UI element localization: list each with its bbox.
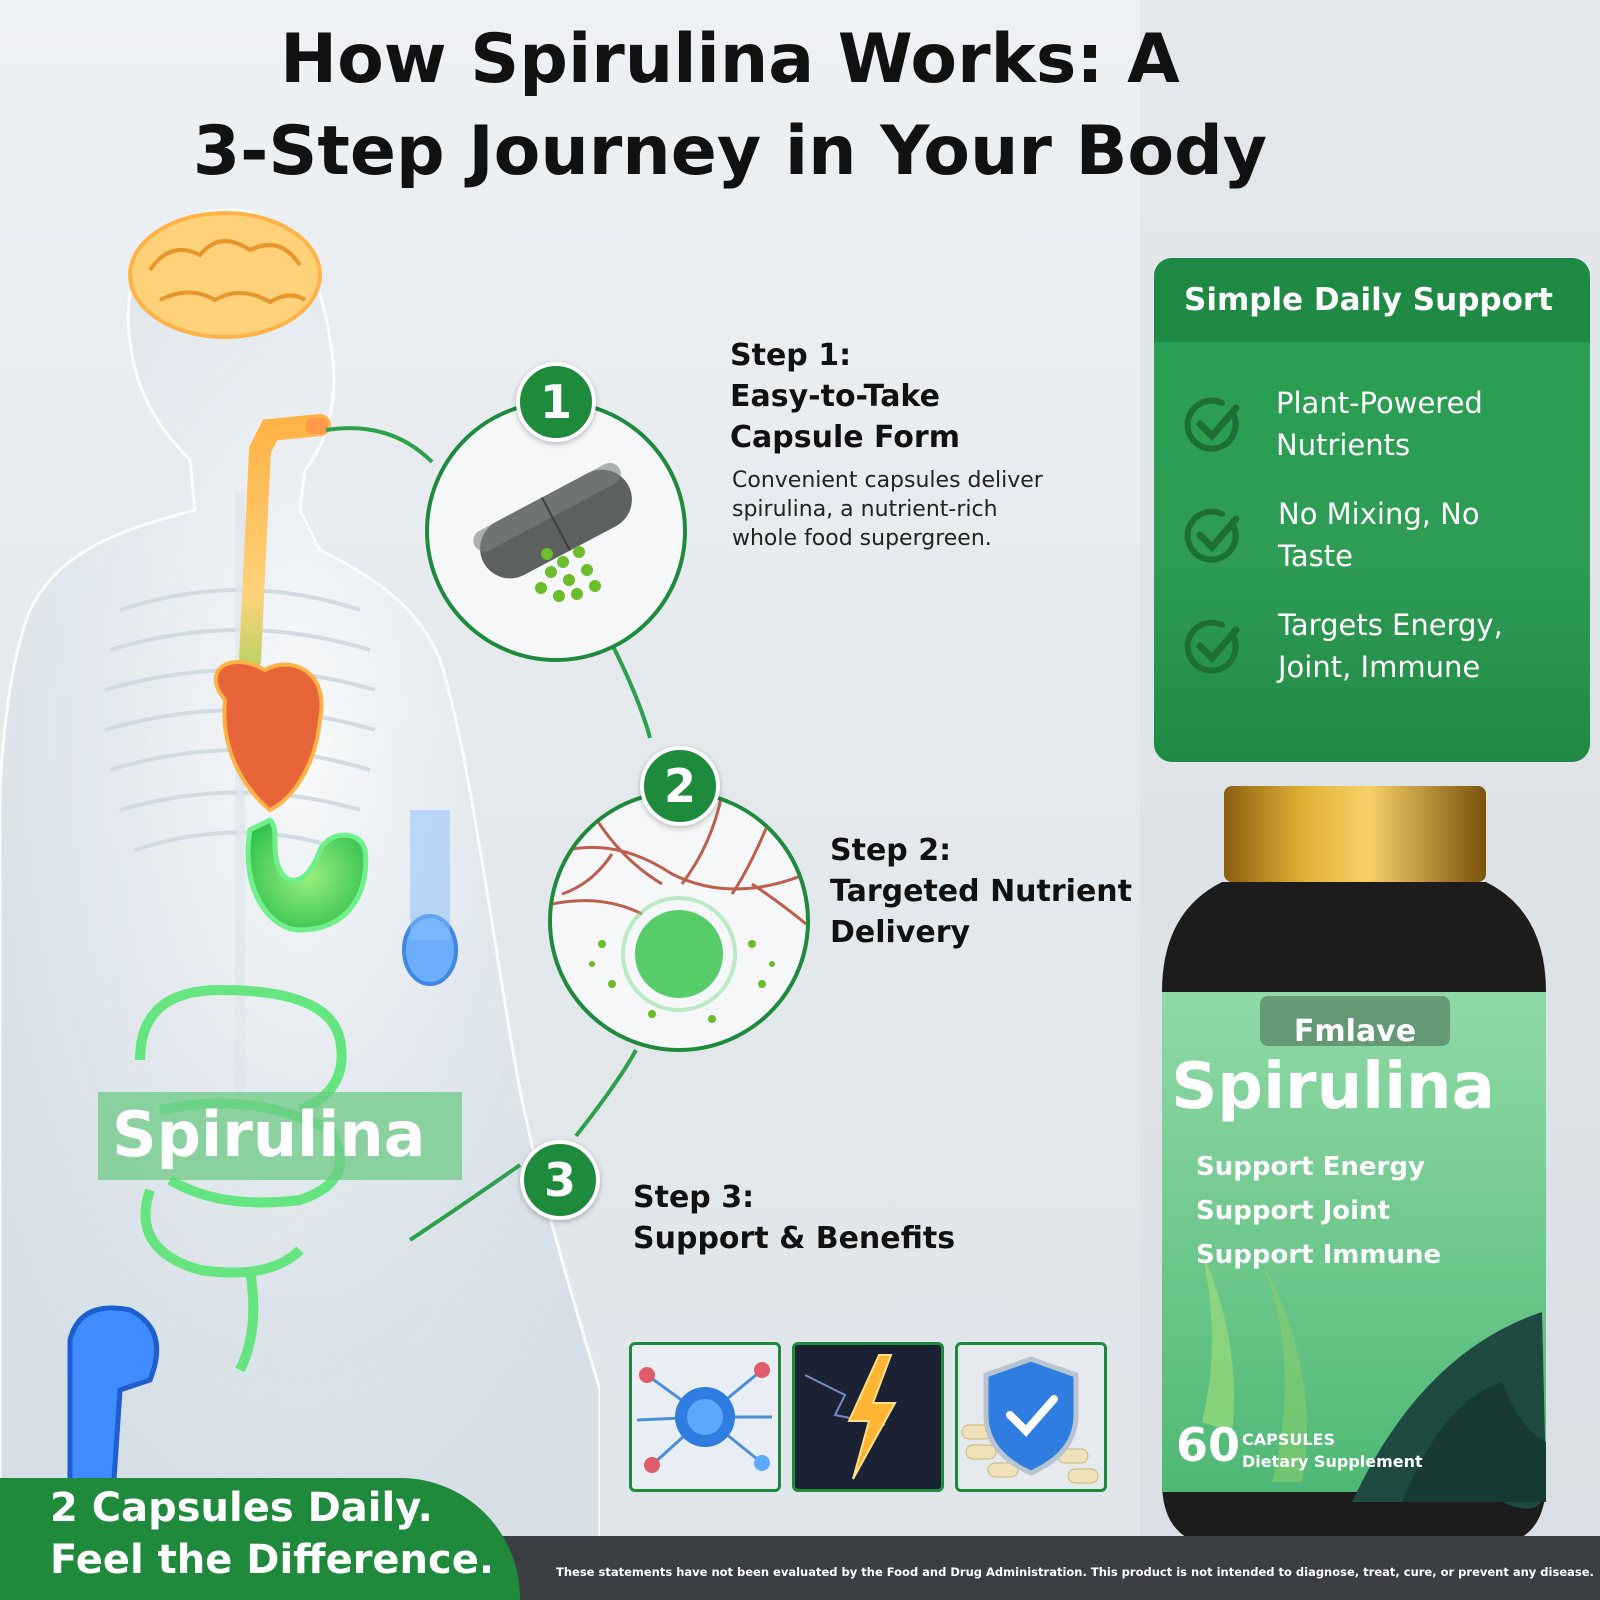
step-2-title-line: Delivery (830, 915, 971, 950)
step-1-title: Step 1: Easy-to-Take Capsule Form (730, 335, 960, 458)
shield-check-icon (961, 1356, 1099, 1484)
step-1-desc-line: spirulina, a nutrient-rich (732, 497, 998, 522)
mouth-marker (306, 418, 328, 434)
thumbnail-energy (792, 1342, 944, 1492)
dosage-banner: 2 Capsules Daily. Feel the Difference. (0, 1478, 520, 1600)
step-3-title-line: Support & Benefits (633, 1221, 956, 1256)
step-1-label: Step 1: (730, 338, 852, 373)
panel-item-line: Nutrients (1276, 428, 1411, 462)
thumbnail-immune (629, 1342, 781, 1492)
panel-item: Plant-Powered Nutrients (1184, 382, 1584, 482)
stomach (245, 816, 369, 933)
title-line-1: How Spirulina Works: A (280, 20, 1180, 99)
lightning-bolt-icon (804, 1354, 897, 1480)
journey-path (325, 426, 652, 1242)
panel-item-line: No Mixing, No (1278, 497, 1480, 531)
check-circle-icon (1184, 508, 1240, 563)
check-circle-icon (1184, 619, 1240, 674)
step-2-title-line: Targeted Nutrient (830, 874, 1132, 909)
bottle-count-unit: CAPSULES (1242, 1430, 1336, 1449)
step-2-circle (548, 790, 810, 1052)
bottle-type: Dietary Supplement (1242, 1452, 1423, 1471)
dosage-line-1: 2 Capsules Daily. (50, 1485, 433, 1531)
step-2-title: Step 2: Targeted Nutrient Delivery (830, 830, 1132, 953)
fda-disclaimer: These statements have not been evaluated… (556, 1565, 1594, 1579)
heart-icon (213, 659, 324, 813)
step-3-title: Step 3: Support & Benefits (633, 1177, 955, 1259)
panel-item: Targets Energy, Joint, Immune (1184, 604, 1584, 704)
immune-cell-icon (636, 1362, 772, 1473)
step-1-desc-line: Convenient capsules deliver (732, 468, 1043, 493)
check-circle-icon (1184, 397, 1240, 452)
panel-item-line: Taste (1278, 539, 1354, 573)
bottle-illustration (1162, 786, 1546, 1546)
human-anatomy-illustration (0, 208, 600, 1540)
panel-item: No Mixing, No Taste (1184, 493, 1584, 593)
panel-item-line: Plant-Powered (1276, 386, 1483, 420)
panel-item-text: Targets Energy, Joint, Immune (1278, 604, 1590, 688)
step-1-desc-line: whole food supergreen. (732, 526, 992, 551)
blood-vessel-cell-icon (552, 794, 806, 1023)
step-1-title-line: Easy-to-Take (730, 379, 940, 414)
capsule-icon (473, 462, 632, 602)
dosage-line-2: Feel the Difference. (50, 1537, 495, 1583)
panel-item-text: No Mixing, No Taste (1278, 493, 1590, 577)
step-3-number-badge: 3 (520, 1140, 600, 1220)
page-title: How Spirulina Works: A 3-Step Journey in… (0, 14, 1460, 198)
bottle-brand: Fmlave (1293, 1014, 1417, 1049)
step-1-title-line: Capsule Form (730, 420, 960, 455)
daily-support-panel: Simple Daily Support Plant-Powered Nutri… (1154, 258, 1590, 762)
title-line-2: 3-Step Journey in Your Body (192, 112, 1268, 191)
bottle-product-name: Spirulina (1171, 1050, 1495, 1124)
bottle-benefit: Support Energy (1196, 1152, 1425, 1182)
panel-item-text: Plant-Powered Nutrients (1276, 382, 1590, 466)
supplement-bottle: Fmlave Spirulina Support Energy Support … (1162, 782, 1546, 1552)
step-2-number-badge: 2 (640, 746, 720, 826)
thumbnail-protection (955, 1342, 1107, 1492)
panel-heading: Simple Daily Support (1154, 258, 1590, 342)
step-1-circle (425, 400, 687, 662)
bottle-benefit: Support Joint (1196, 1196, 1391, 1226)
knee-joint-icon (402, 810, 458, 986)
brain-icon (128, 211, 322, 339)
bottle-benefit: Support Immune (1196, 1240, 1442, 1270)
step-3-label: Step 3: (633, 1180, 755, 1215)
figure-label: Spirulina (98, 1092, 462, 1180)
bottle-count: 60 (1176, 1418, 1241, 1472)
step-1-description: Convenient capsules deliver spirulina, a… (732, 466, 1043, 553)
step-1-number-badge: 1 (516, 362, 596, 442)
panel-item-line: Targets Energy, (1278, 608, 1503, 642)
panel-item-line: Joint, Immune (1278, 650, 1481, 684)
step-2-label: Step 2: (830, 833, 952, 868)
